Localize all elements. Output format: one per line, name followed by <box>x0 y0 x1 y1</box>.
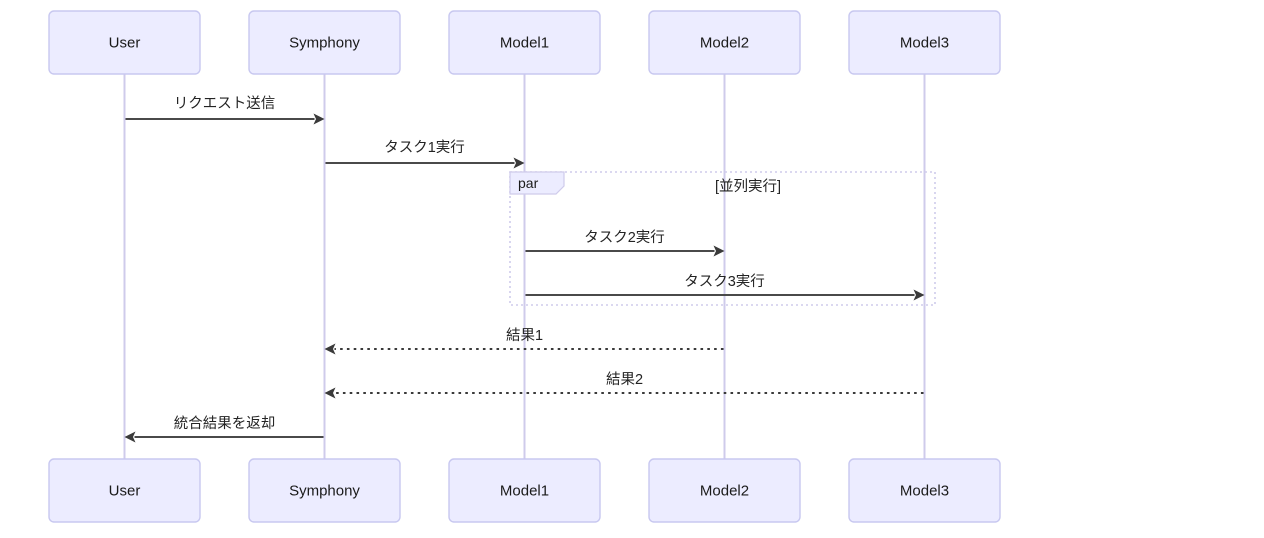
message-label: タスク3実行 <box>684 273 765 290</box>
fragments-group: par [並列実行] <box>509 171 936 306</box>
participant-label: Symphony <box>289 482 360 499</box>
participant-model2-top[interactable]: Model2 <box>648 10 801 75</box>
participant-model3-bottom[interactable]: Model3 <box>848 458 1001 523</box>
fragment-condition-label: [並列実行] <box>715 178 781 195</box>
participant-box[interactable] <box>648 458 801 523</box>
message-msg-final: 統合結果を返却 <box>124 415 324 443</box>
fragment-par: par [並列実行] <box>509 171 936 306</box>
message-label: 結果2 <box>606 371 643 388</box>
message-label: タスク2実行 <box>584 229 665 246</box>
participant-label: User <box>109 34 141 51</box>
participant-box[interactable] <box>248 458 401 523</box>
participant-model1-top[interactable]: Model1 <box>448 10 601 75</box>
message-arrowhead <box>713 245 725 257</box>
participant-user-bottom[interactable]: User <box>48 458 201 523</box>
participant-label: Model3 <box>900 34 949 51</box>
message-arrowhead <box>124 431 136 443</box>
message-msg-task2: タスク2実行 <box>525 229 725 257</box>
participant-box[interactable] <box>248 10 401 75</box>
participant-label: Model1 <box>500 34 549 51</box>
participant-label: Symphony <box>289 34 360 51</box>
participant-box[interactable] <box>648 10 801 75</box>
lifelines-group <box>123 74 926 459</box>
message-label: 統合結果を返却 <box>174 415 276 432</box>
participant-box[interactable] <box>848 458 1001 523</box>
participant-label: Model2 <box>700 34 749 51</box>
participant-model1-bottom[interactable]: Model1 <box>448 458 601 523</box>
participant-model3-top[interactable]: Model3 <box>848 10 1001 75</box>
participant-label: Model3 <box>900 482 949 499</box>
participant-box[interactable] <box>48 10 201 75</box>
participant-box[interactable] <box>448 10 601 75</box>
participant-box[interactable] <box>448 458 601 523</box>
participant-label: Model1 <box>500 482 549 499</box>
participant-box[interactable] <box>848 10 1001 75</box>
participant-model2-bottom[interactable]: Model2 <box>648 458 801 523</box>
message-arrowhead <box>324 343 336 355</box>
message-msg-task3: タスク3実行 <box>525 273 925 301</box>
participants-bottom-group: User Symphony Model1 Model2 Model3 <box>48 458 1001 523</box>
message-arrowhead <box>313 113 325 125</box>
message-arrowhead <box>913 289 925 301</box>
participant-label: User <box>109 482 141 499</box>
fragment-kind-tab <box>509 171 565 195</box>
message-msg-task1: タスク1実行 <box>325 139 525 169</box>
participant-box[interactable] <box>48 458 201 523</box>
participants-top-group: User Symphony Model1 Model2 Model3 <box>48 10 1001 75</box>
message-msg-result1: 結果1 <box>324 327 724 355</box>
participant-symphony-bottom[interactable]: Symphony <box>248 458 401 523</box>
message-arrowhead <box>324 387 336 399</box>
fragment-kind-label: par <box>518 175 539 191</box>
message-msg-request: リクエスト送信 <box>125 95 325 125</box>
message-label: 結果1 <box>506 327 543 344</box>
message-label: タスク1実行 <box>384 139 465 156</box>
participant-symphony-top[interactable]: Symphony <box>248 10 401 75</box>
message-arrowhead <box>513 157 525 169</box>
message-msg-result2: 結果2 <box>324 371 924 399</box>
participant-label: Model2 <box>700 482 749 499</box>
fragment-outline <box>509 171 936 306</box>
message-label: リクエスト送信 <box>174 95 276 112</box>
participant-user-top[interactable]: User <box>48 10 201 75</box>
